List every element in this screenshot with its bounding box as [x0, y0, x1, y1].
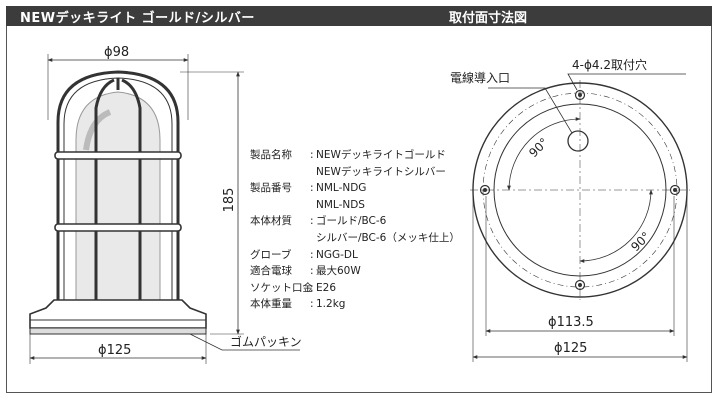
- gasket-label: ゴムパッキン: [230, 334, 302, 349]
- cable-entry-hole: [567, 130, 589, 152]
- drawing-title: 取付面寸法図: [449, 11, 528, 26]
- product-title: NEWデッキライト ゴールド/シルバー: [20, 11, 255, 26]
- angle-label-2: 90°: [628, 229, 653, 254]
- drawing-frame: [6, 26, 712, 393]
- dim-top-width-label: ϕ98: [104, 45, 129, 60]
- dim-base-width-label: ϕ125: [98, 343, 131, 358]
- angle-arc-upper-left: [507, 117, 581, 191]
- mount-hole-top: [574, 89, 586, 101]
- mount-hole-leader: [567, 73, 686, 91]
- cable-entry-leader: [488, 87, 573, 134]
- spec-row: グローブ:NGG-DL: [250, 248, 358, 261]
- spec-row: 製品名称:NEWデッキライトゴールド: [250, 149, 446, 161]
- spec-row: 製品番号:NML-NDG: [250, 182, 367, 195]
- dim-height-label: 185: [222, 188, 237, 213]
- spec-row: 本体材質:ゴールド/BC-6: [250, 215, 387, 228]
- cage-outer: [56, 70, 180, 300]
- glass-globe: [75, 91, 161, 301]
- spec-row: シルバー/BC-6（メッキ仕上）: [316, 231, 460, 244]
- cable-entry-label: 電線導入口: [450, 70, 510, 85]
- mount-holes-label: 4-ϕ4.2取付穴: [572, 57, 647, 72]
- mount-hole-right: [669, 184, 681, 196]
- spec-row: ソケット口金:E26: [250, 281, 336, 294]
- spec-row: NML-NDS: [316, 198, 365, 211]
- spec-row: 適合電球:最大60W: [250, 265, 361, 278]
- dim-mount-diameter-label: ϕ125: [554, 341, 587, 356]
- cage-ring-upper: [54, 151, 182, 160]
- rubber-gasket: [29, 327, 207, 335]
- gasket-leader: [189, 333, 300, 351]
- angle-label-1: 90°: [526, 135, 551, 160]
- mount-hole-bottom: [574, 279, 586, 291]
- mounting-face-view: [470, 73, 690, 362]
- cage-rib-right: [121, 78, 142, 300]
- mount-hole-left: [479, 184, 491, 196]
- cage-rib-left: [94, 78, 115, 300]
- cage-ring-lower: [54, 223, 182, 232]
- side-view: [29, 54, 300, 364]
- spec-row: 本体重量:1.2kg: [250, 298, 346, 311]
- dim-hole-circle-label: ϕ113.5: [548, 315, 594, 330]
- title-bar: NEWデッキライト ゴールド/シルバー 取付面寸法図: [6, 6, 712, 26]
- angle-arc-lower-right: [579, 189, 653, 263]
- spec-table: 製品名称:NEWデッキライトゴールド NEWデッキライトシルバー 製品番号:NM…: [250, 147, 460, 313]
- spec-row: NEWデッキライトシルバー: [316, 165, 446, 178]
- lamp-base: [29, 299, 207, 329]
